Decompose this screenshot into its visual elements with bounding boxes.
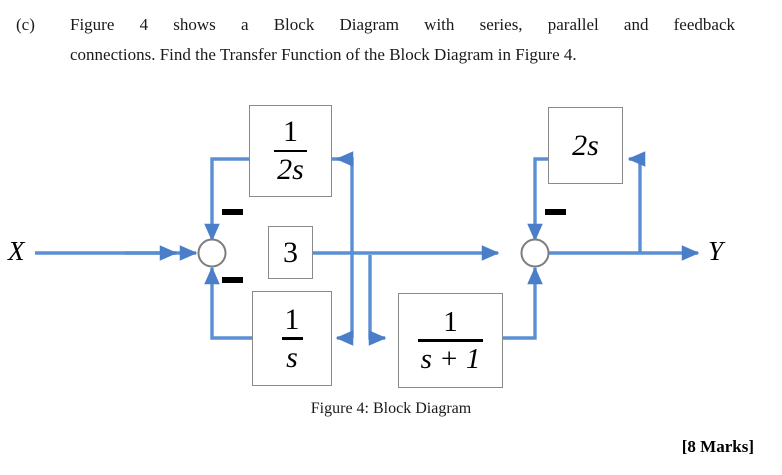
wire-1overs-plus-1-to-sum-right: [503, 266, 543, 340]
fraction-1-over-s-plus-1: 1 s + 1: [416, 305, 486, 375]
question-text-line-2: connections. Find the Transfer Function …: [70, 45, 577, 64]
block-diagram-figure: 1 2s 3 1 s 1 s + 1 2s X Y: [0, 88, 782, 398]
block-1-over-s-plus-1: 1 s + 1: [398, 293, 503, 388]
summing-junction-right: [520, 238, 550, 268]
fraction-bar: [417, 339, 484, 342]
wire-1over2s-to-sum-left: [204, 157, 249, 242]
denominator: s: [286, 340, 298, 374]
numerator: 1: [284, 302, 300, 336]
question-label: (c): [16, 15, 35, 34]
numerator: 1: [283, 115, 298, 149]
block-diagram-wiring: [35, 151, 700, 346]
fraction-1-over-2s: 1 2s: [272, 116, 309, 185]
numerator: 1: [443, 305, 458, 338]
question-text: Figure 4 shows a Block Diagram with seri…: [70, 10, 735, 70]
figure-caption: Figure 4: Block Diagram: [310, 400, 472, 417]
block-1-over-2s: 1 2s: [249, 105, 332, 197]
denominator: s + 1: [420, 342, 481, 375]
wire-1overs-to-sum-left: [204, 266, 252, 340]
fraction-1-over-s: 1 s: [280, 304, 305, 373]
gain-value: 3: [283, 235, 298, 269]
marks-allocation: [8 Marks]: [681, 437, 754, 456]
block-1-over-s: 1 s: [252, 291, 332, 386]
wire-tap-to-1overs-plus-1: [368, 255, 387, 346]
wire-tap-to-1over2s-input: [331, 157, 354, 255]
minus-sign-left-bottom: [222, 277, 243, 283]
label-input-x: X: [8, 236, 25, 266]
minus-sign-left-top: [222, 209, 243, 215]
minus-sign-right-top: [545, 209, 566, 215]
wire-2s-to-sum-right: [527, 157, 548, 242]
summing-junction-left: [197, 238, 227, 268]
wire-output-tap-to-2s: [627, 151, 646, 253]
question-text-line-1: Figure 4 shows a Block Diagram with seri…: [70, 15, 735, 34]
denominator: 2s: [277, 153, 304, 187]
block-2s: 2s: [548, 107, 623, 184]
label-output-y: Y: [708, 236, 724, 266]
gain-value: 2s: [572, 128, 599, 162]
fraction-bar: [274, 149, 307, 153]
fraction-bar: [281, 337, 303, 340]
block-gain-3: 3: [268, 226, 313, 279]
